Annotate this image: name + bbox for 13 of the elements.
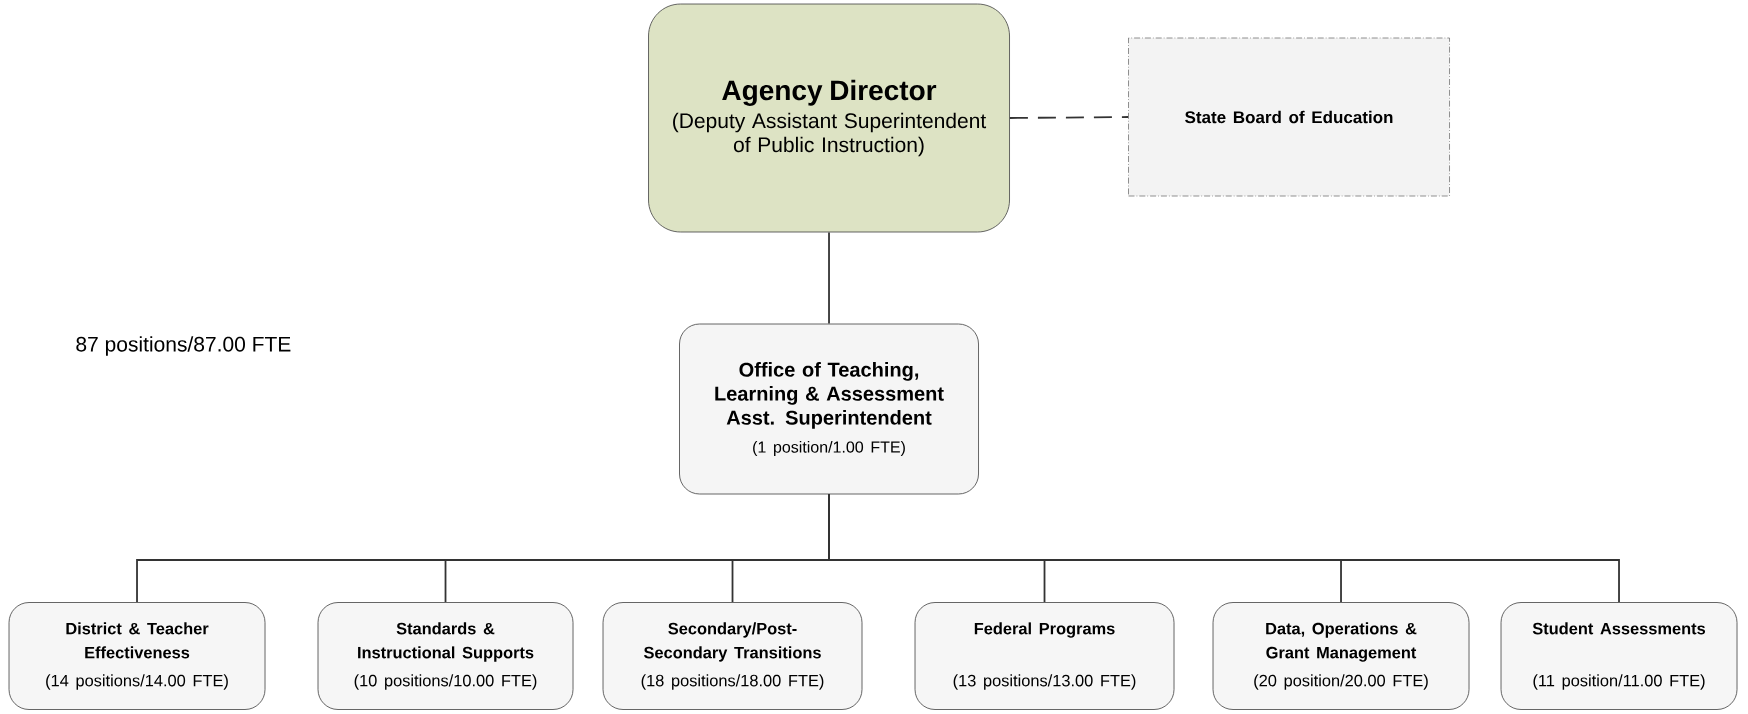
office-box: Office of Teaching, Learning & Assessment Asst. Superintendent (1 position/1.00 FTE) <box>679 323 979 495</box>
note-text: 87 positions/87.00 FTE <box>76 336 291 356</box>
unit-box: Student Assessments (11 position/11.00 FTE) <box>1500 602 1738 710</box>
connector-line <box>828 493 1620 603</box>
unit-box: Data, Operations & Grant Management (20 position/20.00 FTE) <box>1212 602 1470 710</box>
unit-box: Secondary/Post-Secondary Transitions (18 positions/18.00 FTE) <box>602 602 863 710</box>
unit-box: Standards & Instructional Supports (10 positions/10.00 FTE) <box>317 602 574 710</box>
unit-box: Federal Programs (13 positions/13.00 FTE) <box>914 602 1175 710</box>
connector-line <box>1009 116 1129 119</box>
connector-line <box>828 231 830 325</box>
board-box: State Board of Education <box>1128 37 1450 197</box>
director-box: Agency Director (Deputy Assistant Superintendent of Public Instruction) <box>648 3 1010 233</box>
unit-box: District & Teacher Effectiveness (14 positions/14.00 FTE) <box>8 602 266 710</box>
